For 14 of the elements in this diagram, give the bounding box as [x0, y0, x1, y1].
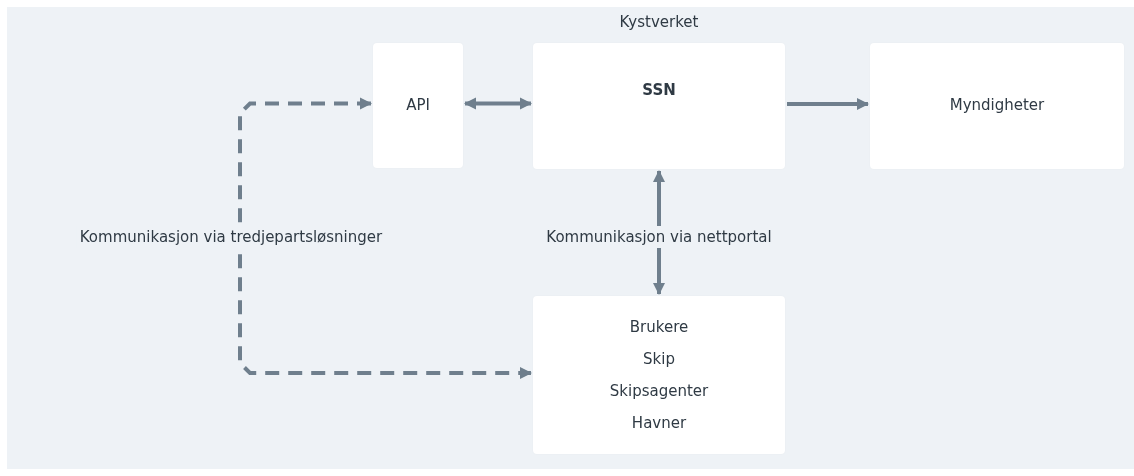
process-box — [870, 43, 1124, 169]
group-heading: Kystverket — [618, 13, 700, 31]
arrow — [787, 98, 869, 110]
box-label: API — [405, 95, 431, 114]
box-label: Myndigheter — [948, 96, 1046, 114]
process-box — [373, 43, 463, 168]
box-label: Brukere — [628, 318, 690, 336]
arrow — [464, 97, 532, 110]
box-label: Havner — [630, 414, 688, 432]
box-label: SSN — [641, 81, 677, 99]
box-label: Skipsagenter — [608, 382, 710, 400]
process-box — [533, 296, 785, 454]
dashed-arrow — [238, 97, 532, 379]
box-label: Skip — [642, 350, 676, 368]
